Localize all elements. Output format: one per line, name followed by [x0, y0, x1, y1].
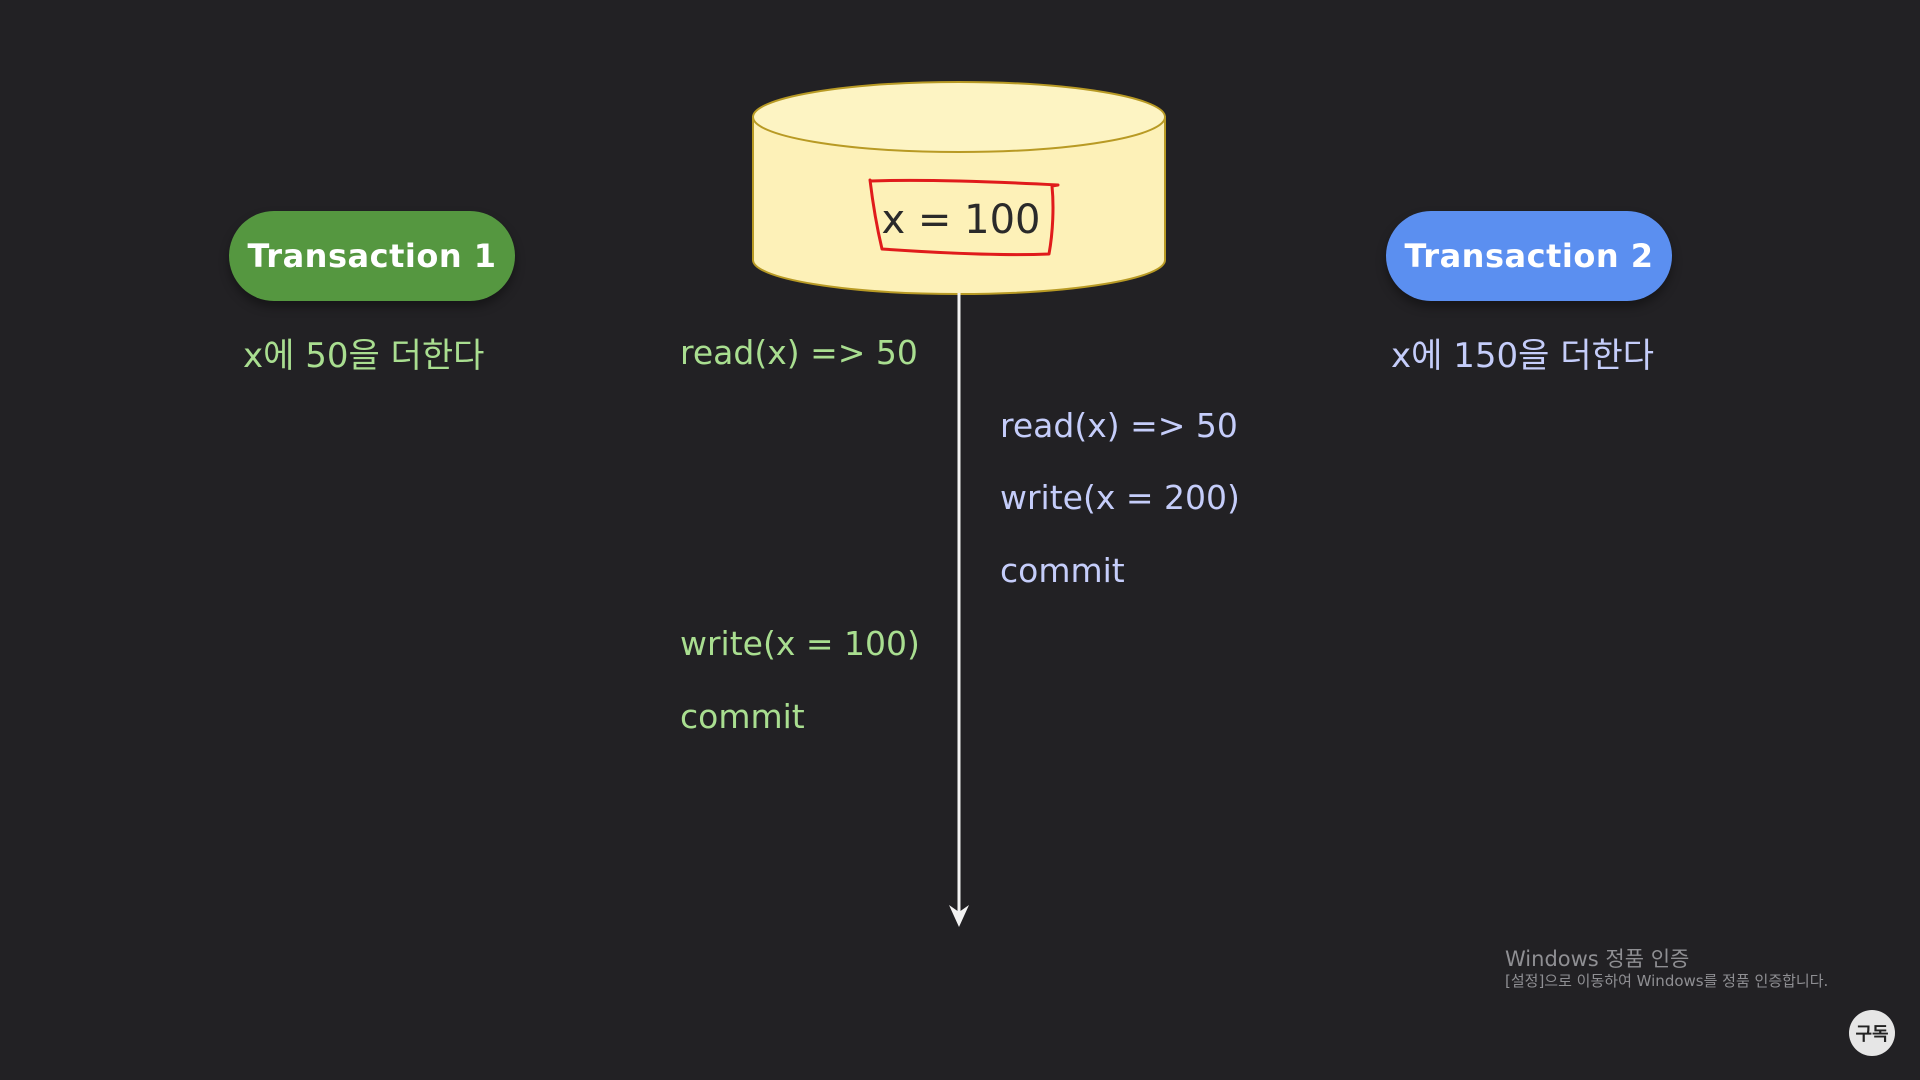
database-value: x = 100: [881, 197, 1041, 243]
windows-activation-subtitle: [설정]으로 이동하여 Windows를 정품 인증합니다.: [1505, 972, 1829, 990]
t2-operation-read: read(x) => 50: [1000, 406, 1238, 445]
t1-operation-read: read(x) => 50: [680, 333, 918, 372]
windows-activation-title: Windows 정품 인증: [1505, 947, 1690, 971]
transaction-2-description: x에 150을 더한다: [1391, 336, 1655, 376]
timeline-arrowhead: [949, 905, 969, 927]
t1-operation-write: write(x = 100): [680, 624, 920, 663]
transaction-2-badge: Transaction 2: [1386, 211, 1672, 301]
value-highlight-box: [868, 178, 1060, 257]
t1-operation-commit: commit: [680, 697, 805, 736]
subscribe-button[interactable]: 구독: [1849, 1010, 1895, 1056]
t2-operation-write: write(x = 200): [1000, 478, 1240, 517]
transaction-1-badge: Transaction 1: [229, 211, 515, 301]
t2-operation-commit: commit: [1000, 551, 1125, 590]
transaction-1-description: x에 50을 더한다: [243, 336, 485, 376]
